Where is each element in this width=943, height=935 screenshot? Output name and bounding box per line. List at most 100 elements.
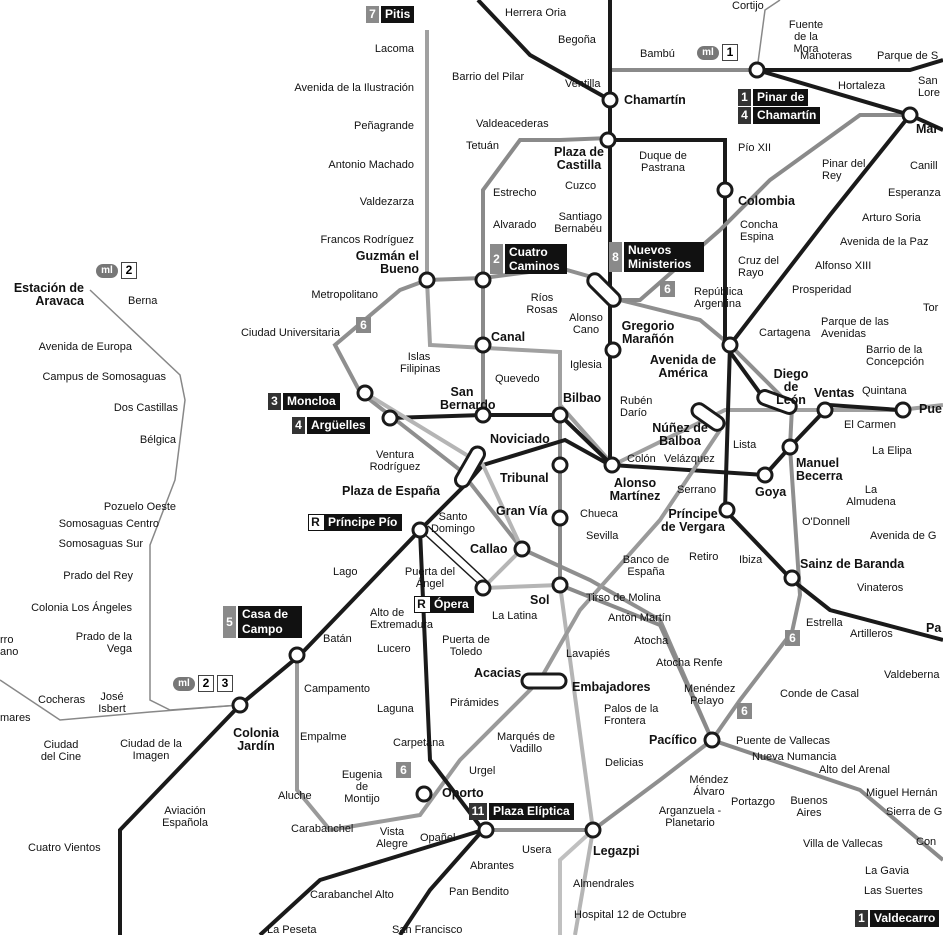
station-lago[interactable]: Lago xyxy=(333,566,358,578)
station-artilleros[interactable]: Artilleros xyxy=(850,628,893,640)
station-san-lorenzo[interactable]: San Lore xyxy=(918,75,941,99)
station-pinar-del-rey[interactable]: Pinar del Rey xyxy=(822,158,866,182)
station-piramides[interactable]: Pirámides xyxy=(450,697,499,709)
station-canillas[interactable]: Canill xyxy=(910,160,938,172)
station-ruben-dario[interactable]: Rubén Darío xyxy=(620,395,653,419)
station-sol[interactable]: Sol xyxy=(530,593,550,607)
station-la-gavia[interactable]: La Gavia xyxy=(865,865,910,877)
station-pacifico[interactable]: Pacífico xyxy=(649,733,697,747)
station-el-carmen[interactable]: El Carmen xyxy=(844,419,896,431)
station-metropolitano[interactable]: Metropolitano xyxy=(311,289,378,301)
station-francos-rodriguez[interactable]: Francos Rodríguez xyxy=(320,234,414,246)
station-islas-filipinas[interactable]: Islas Filipinas xyxy=(400,351,441,375)
station-aluche[interactable]: Aluche xyxy=(278,790,312,802)
station-torre[interactable]: Tor xyxy=(923,302,939,314)
station-parque-de-s[interactable]: Parque de S xyxy=(877,50,939,62)
station-dos-castillas[interactable]: Dos Castillas xyxy=(113,402,178,414)
station-lavapies[interactable]: Lavapiés xyxy=(566,648,611,660)
station-eugenia-de-montijo[interactable]: Eugenia de Montijo xyxy=(341,769,383,805)
station-atocha[interactable]: Atocha xyxy=(634,635,669,647)
station-gregorio-maranon[interactable]: Gregorio Marañón xyxy=(621,319,675,346)
station-ciudad-de-la-imagen[interactable]: Ciudad de la Imagen xyxy=(120,738,182,762)
station-puerta-de-toledo[interactable]: Puerta de Toledo xyxy=(442,634,490,658)
station-valdebernardo[interactable]: Valdeberna xyxy=(884,669,940,681)
station-canal[interactable]: Canal xyxy=(491,330,526,344)
station-goya[interactable]: Goya xyxy=(755,485,787,499)
station-colonia-jardin[interactable]: Colonia Jardín xyxy=(233,726,279,753)
station-somosaguas-centro[interactable]: Somosaguas Centro xyxy=(58,518,159,530)
station-colonia-los-angeles[interactable]: Colonia Los Ángeles xyxy=(31,602,132,614)
station-valdezarza[interactable]: Valdezarza xyxy=(359,196,414,208)
station-las-suertes[interactable]: Las Suertes xyxy=(864,885,923,897)
station-hospital-12-octubre[interactable]: Hospital 12 de Octubre xyxy=(574,909,687,921)
station-valdeacederas[interactable]: Valdeacederas xyxy=(476,118,549,130)
station-bambu[interactable]: Bambú xyxy=(640,48,675,60)
station-chamartin[interactable]: Chamartín xyxy=(624,93,686,107)
station-la-latina[interactable]: La Latina xyxy=(492,610,538,622)
station-abrantes[interactable]: Abrantes xyxy=(470,860,515,872)
station-puerta-del-angel[interactable]: Puerta del Ángel xyxy=(404,566,456,590)
station-avenida-de-europa[interactable]: Avenida de Europa xyxy=(38,341,132,353)
station-tetuan[interactable]: Tetuán xyxy=(466,140,500,152)
station-nueva-numancia[interactable]: Nueva Numancia xyxy=(752,751,837,763)
station-antonio-machado[interactable]: Antonio Machado xyxy=(328,159,414,171)
station-avenida-de-la-paz[interactable]: Avenida de la Paz xyxy=(840,236,929,248)
station-retiro[interactable]: Retiro xyxy=(689,551,719,563)
station-berna[interactable]: Berna xyxy=(128,295,158,307)
station-marques-de-vadillo[interactable]: Marqués de Vadillo xyxy=(496,731,556,755)
station-avenida-de-guadalajara[interactable]: Avenida de G xyxy=(870,530,937,542)
station-serrano[interactable]: Serrano xyxy=(677,484,717,496)
station-la-peseta[interactable]: La Peseta xyxy=(267,924,317,935)
station-manuel-becerra[interactable]: Manuel Becerra xyxy=(796,456,843,483)
station-ventura-rodriguez[interactable]: Ventura Rodríguez xyxy=(369,449,421,473)
station-la-elipa[interactable]: La Elipa xyxy=(872,445,912,457)
station-sainz-de-baranda[interactable]: Sainz de Baranda xyxy=(800,557,905,571)
station-opanel[interactable]: Opañel xyxy=(420,832,456,844)
station-odonnell[interactable]: O'Donnell xyxy=(802,516,850,528)
station-alto-de-extremadura[interactable]: Alto de Extremadura xyxy=(370,607,433,631)
station-portazgo[interactable]: Portazgo xyxy=(731,796,776,808)
station-santiago-bernabeu[interactable]: Santiago Bernabéu xyxy=(554,211,602,235)
station-alfonso-xiii[interactable]: Alfonso XIII xyxy=(815,260,872,272)
station-estacion-aravaca[interactable]: Estación de Aravaca xyxy=(13,281,84,308)
station-bilbao[interactable]: Bilbao xyxy=(563,391,602,405)
station-ciudad-universitaria[interactable]: Ciudad Universitaria xyxy=(240,327,340,339)
station-buenos-aires[interactable]: Buenos Aires xyxy=(790,795,828,819)
station-empalme[interactable]: Empalme xyxy=(300,731,347,743)
station-atocha-renfe[interactable]: Atocha Renfe xyxy=(656,657,723,669)
station-mar[interactable]: Mar xyxy=(916,122,939,136)
station-lacoma[interactable]: Lacoma xyxy=(374,43,414,55)
station-prado-del-rey[interactable]: Prado del Rey xyxy=(63,570,133,582)
station-delicias[interactable]: Delicias xyxy=(605,757,644,769)
station-rios-rosas[interactable]: Ríos Rosas xyxy=(526,292,558,316)
station-quevedo[interactable]: Quevedo xyxy=(495,373,540,385)
station-cartagena[interactable]: Cartagena xyxy=(759,327,811,339)
station-batan[interactable]: Batán xyxy=(323,633,352,645)
station-tirso-de-molina[interactable]: Tirso de Molina xyxy=(586,592,661,604)
station-vista-alegre[interactable]: Vista Alegre xyxy=(376,826,408,850)
station-plaza-de-espana[interactable]: Plaza de España xyxy=(342,484,440,498)
station-palos-de-la-frontera[interactable]: Palos de la Frontera xyxy=(604,703,659,727)
station-somosaguas-sur[interactable]: Somosaguas Sur xyxy=(58,538,143,550)
station-hortaleza[interactable]: Hortaleza xyxy=(838,80,886,92)
station-legazpi[interactable]: Legazpi xyxy=(593,844,640,858)
station-alonso-martinez[interactable]: Alonso Martínez xyxy=(609,476,661,503)
station-pozuelo-oeste[interactable]: Pozuelo Oeste xyxy=(103,501,176,513)
station-ventilla[interactable]: Ventilla xyxy=(565,78,601,90)
station-plaza-de-castilla[interactable]: Plaza de Castilla xyxy=(553,145,605,172)
station-manoteras[interactable]: Manoteras xyxy=(800,50,852,62)
station-velazquez[interactable]: Velázquez xyxy=(664,453,715,465)
station-villa-de-vallecas[interactable]: Villa de Vallecas xyxy=(803,838,883,850)
station-banco-de-espana[interactable]: Banco de España xyxy=(622,554,670,578)
station-barrio-del-pilar[interactable]: Barrio del Pilar xyxy=(452,71,525,83)
station-santo-domingo[interactable]: Santo Domingo xyxy=(430,511,476,535)
station-concha-espina[interactable]: Concha Espina xyxy=(740,219,778,243)
